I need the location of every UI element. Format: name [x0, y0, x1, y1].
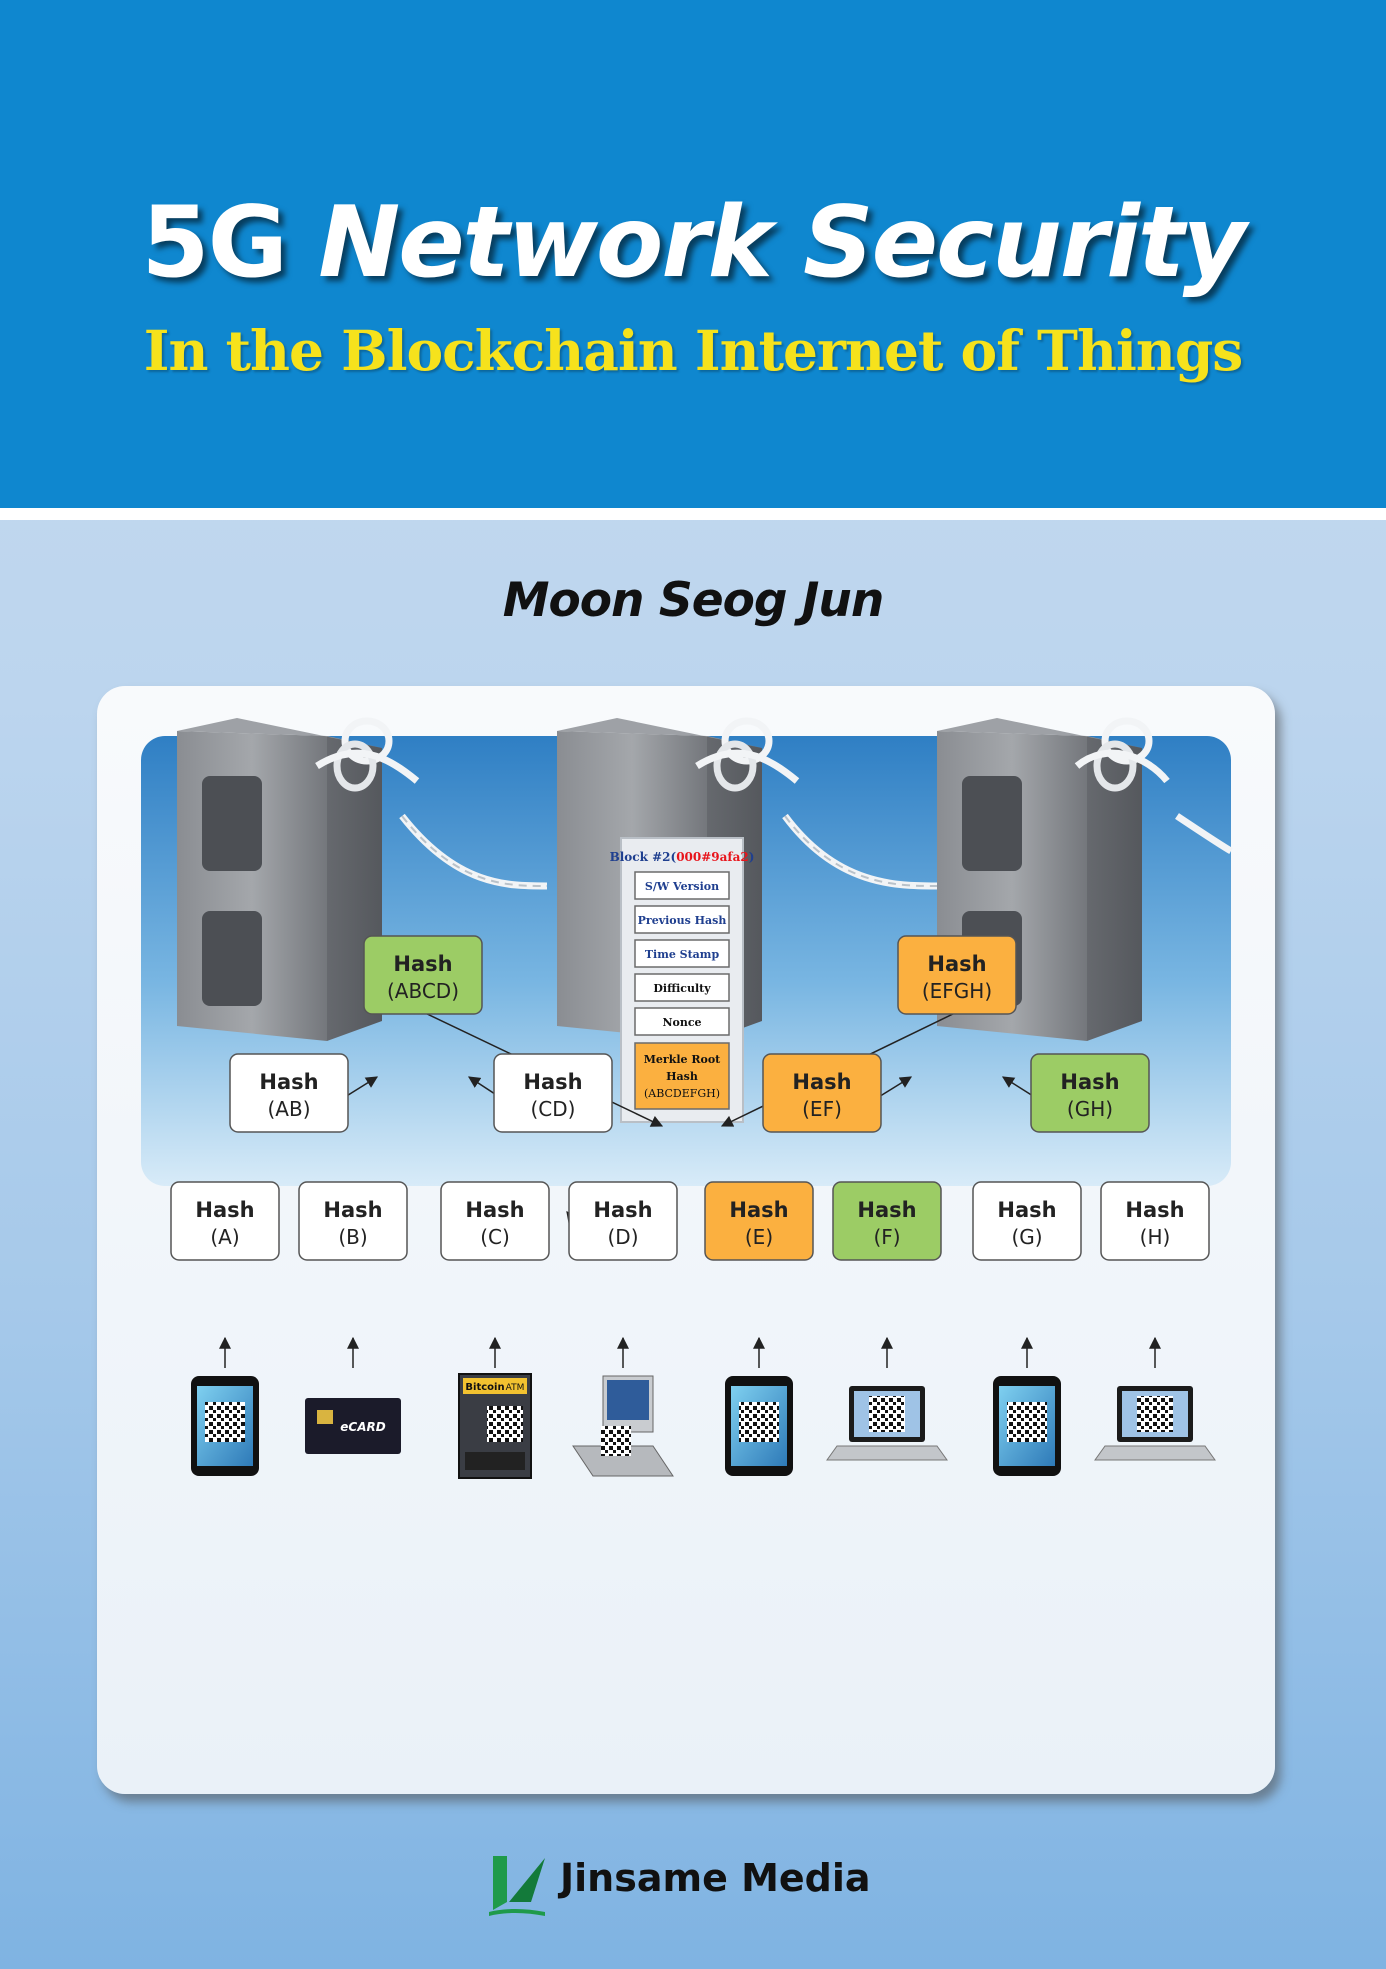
block-field-label: Difficulty [653, 982, 711, 995]
block-field-label: Nonce [662, 1016, 701, 1029]
hash-node-line2: (B) [338, 1225, 367, 1249]
jinsame-logo-icon [489, 1856, 545, 1916]
hash-node-line1: Hash [729, 1198, 788, 1222]
blockchain-merkle-diagram: Block #2(000#9afa2) S/W VersionPrevious … [141, 717, 1233, 1479]
hash-node-line2: (E) [745, 1225, 773, 1249]
hash-node-line1: Hash [1125, 1198, 1184, 1222]
atm-sub-label: ATM [506, 1383, 525, 1393]
hash-node: Hash (C) [440, 1181, 550, 1261]
smartphone-qr-icon [993, 1376, 1061, 1476]
hash-node-line1: Hash [259, 1070, 318, 1094]
block-field: Nonce [634, 1007, 730, 1036]
author-name: Moon Seog Jun [502, 573, 885, 628]
hash-node: Hash (H) [1100, 1181, 1210, 1261]
merkle-root-line3: (ABCDEFGH) [644, 1087, 720, 1100]
hash-node: Hash (B) [298, 1181, 408, 1261]
concrete-block [177, 717, 393, 1041]
hash-node: Hash (ABCD) [363, 935, 483, 1015]
hash-node-line1: Hash [1060, 1070, 1119, 1094]
ecard-label: eCARD [340, 1420, 385, 1434]
block-header-panel: Block #2(000#9afa2) S/W VersionPrevious … [610, 837, 755, 1123]
laptop-qr-icon [826, 1386, 948, 1461]
merkle-root-field [634, 1042, 730, 1110]
desktop-computer-icon [572, 1375, 674, 1477]
hash-node-line1: Hash [323, 1198, 382, 1222]
hash-node-line1: Hash [792, 1070, 851, 1094]
publisher-logo: Jinsame Media [485, 1850, 945, 1920]
title-italic: Network Security [318, 186, 1246, 300]
hash-node-line1: Hash [523, 1070, 582, 1094]
hash-node-line1: Hash [927, 952, 986, 976]
hash-node-line2: (ABCD) [387, 979, 459, 1003]
hash-node-line2: (H) [1140, 1225, 1171, 1249]
hash-node-line2: (G) [1011, 1225, 1042, 1249]
hash-node-line1: Hash [857, 1198, 916, 1222]
block-field: Previous Hash [634, 905, 730, 934]
hash-node-line2: (CD) [531, 1097, 576, 1121]
hash-node: Hash (E) [704, 1181, 814, 1261]
hash-node-line2: (GH) [1067, 1097, 1113, 1121]
hash-node-line1: Hash [593, 1198, 652, 1222]
book-subtitle: In the Blockchain Internet of Things [143, 318, 1244, 383]
hash-node: Hash (D) [568, 1181, 678, 1261]
merkle-tree: Hash(ABCD)Hash(EFGH)Hash(AB)Hash(CD)Hash… [170, 935, 1210, 1261]
banner-divider [0, 508, 1386, 520]
hash-node-line2: (F) [873, 1225, 900, 1249]
book-title: 5G Network Security [0, 186, 1386, 300]
block-field: Time Stamp [634, 939, 730, 968]
block-field: S/W Version [634, 871, 730, 900]
hash-node: Hash (EFGH) [897, 935, 1017, 1015]
hash-node: Hash (G) [972, 1181, 1082, 1261]
title-main: 5G [141, 186, 288, 300]
laptop-qr-icon [1094, 1386, 1216, 1461]
atm-label: Bitcoin [465, 1382, 504, 1393]
top-banner [0, 0, 1386, 508]
chain-links-shadow [401, 815, 938, 887]
hash-node: Hash (EF) [762, 1053, 882, 1133]
smartphone-qr-icon [191, 1376, 259, 1476]
block-field-label: Previous Hash [638, 914, 727, 927]
hash-node: Hash (CD) [493, 1053, 613, 1133]
merkle-root-line2: Hash [666, 1070, 698, 1083]
hash-node-line2: (AB) [267, 1097, 310, 1121]
ecard-icon: eCARD [305, 1398, 401, 1454]
hash-node: Hash (F) [832, 1181, 942, 1261]
block-field: Difficulty [634, 973, 730, 1002]
hash-node-line1: Hash [465, 1198, 524, 1222]
concrete-block [937, 717, 1153, 1041]
hash-node: Hash (GH) [1030, 1053, 1150, 1133]
block-title: Block #2(000#9afa2) [610, 850, 755, 864]
hash-node: Hash (AB) [229, 1053, 349, 1133]
block-field-label: S/W Version [645, 880, 719, 893]
merkle-root-line1: Merkle Root [644, 1053, 721, 1066]
hash-node-line2: (EF) [802, 1097, 842, 1121]
hash-node-line2: (A) [210, 1225, 239, 1249]
hash-node-line2: (EFGH) [922, 979, 992, 1003]
block-field-label: Time Stamp [645, 948, 720, 961]
hash-node-line2: (C) [480, 1225, 510, 1249]
hash-node: Hash (A) [170, 1181, 280, 1261]
hash-node-line1: Hash [195, 1198, 254, 1222]
hash-node-line2: (D) [607, 1225, 638, 1249]
smartphone-qr-icon [725, 1376, 793, 1476]
hash-node-line1: Hash [997, 1198, 1056, 1222]
hash-node-line1: Hash [393, 952, 452, 976]
publisher-name: Jinsame Media [560, 1856, 871, 1900]
